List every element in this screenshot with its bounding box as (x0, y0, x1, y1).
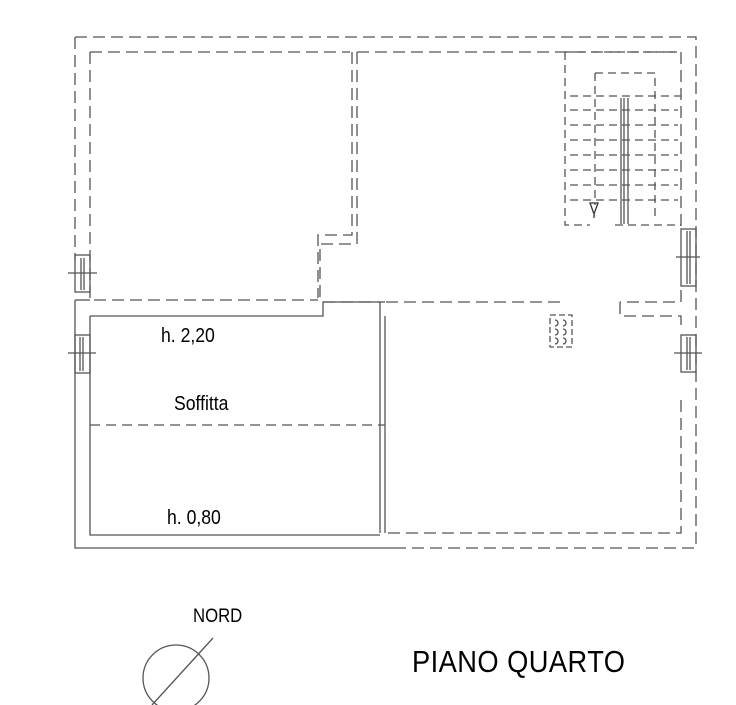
north-compass-icon (142, 637, 214, 705)
room-height-low: h. 0,80 (167, 507, 221, 529)
soffitta-walls (74, 299, 400, 549)
outer-wall-dashed (74, 36, 697, 549)
stair-handrail (620, 98, 629, 224)
window-left-lower (68, 334, 96, 374)
stair-arrow (589, 202, 599, 218)
flue-block (549, 314, 573, 348)
window-right-lower (674, 334, 702, 373)
room-name-soffitta: Soffitta (174, 393, 229, 415)
window-left-upper (68, 254, 97, 293)
room-height-high: h. 2,20 (161, 325, 215, 347)
drawing-title: PIANO QUARTO (412, 644, 626, 679)
stair-block (564, 51, 681, 226)
window-right-upper (676, 228, 700, 287)
north-label: NORD (193, 606, 243, 627)
